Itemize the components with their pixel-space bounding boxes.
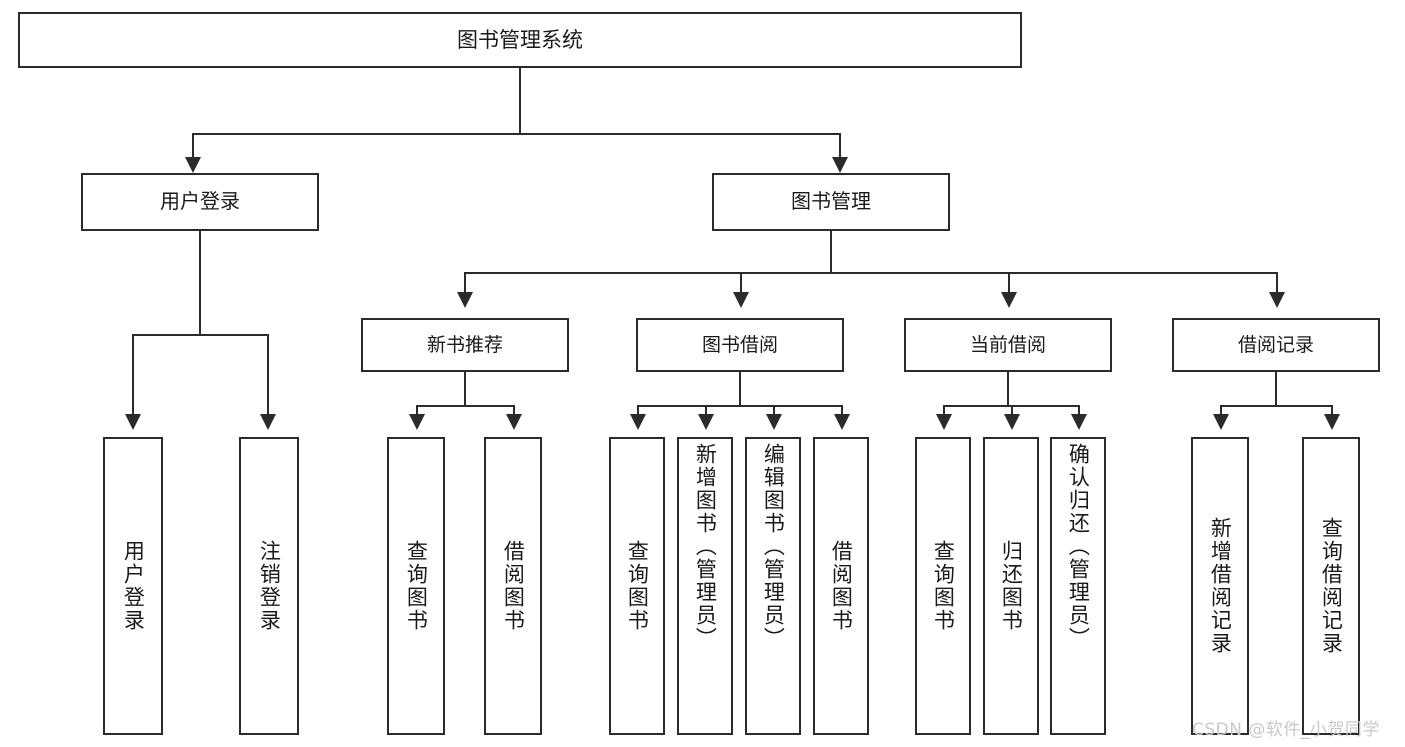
watermark-label: CSDN @软件_小贺同学 xyxy=(1192,720,1380,740)
connector-recommend-drop-1 xyxy=(416,405,418,417)
connector-book-manage-drop-4 xyxy=(1276,272,1278,294)
leaf-recommend-borrow-book[interactable]: 借阅图书 xyxy=(484,437,542,735)
node-label: 注销登录 xyxy=(257,540,282,632)
arrow-root-to-user-login xyxy=(185,157,201,173)
connector-borrow-drop-3 xyxy=(773,405,775,417)
node-label: 用户登录 xyxy=(121,540,146,632)
connector-root-bus xyxy=(192,133,840,135)
node-book-management[interactable]: 图书管理 xyxy=(712,173,950,231)
connector-root-stem xyxy=(519,68,521,134)
connector-borrow-drop-4 xyxy=(841,405,843,417)
arrow-record-to-query-record xyxy=(1324,414,1340,430)
node-label: 确认归还（管理员） xyxy=(1066,443,1091,650)
connector-current-drop-1 xyxy=(943,405,945,417)
node-user-login[interactable]: 用户登录 xyxy=(81,173,319,231)
node-label: 借阅图书 xyxy=(501,540,526,632)
connector-current-drop-2 xyxy=(1011,405,1013,417)
node-label: 借阅记录 xyxy=(1237,333,1314,356)
leaf-recommend-query-book[interactable]: 查询图书 xyxy=(387,437,445,735)
node-root-system[interactable]: 图书管理系统 xyxy=(18,12,1022,68)
node-current-borrow[interactable]: 当前借阅 xyxy=(904,318,1112,372)
connector-user-login-stem xyxy=(199,231,201,335)
connector-root-drop-2 xyxy=(839,133,841,159)
connector-borrow-drop-1 xyxy=(637,405,639,417)
node-new-book-recommend[interactable]: 新书推荐 xyxy=(361,318,569,372)
leaf-current-query-book[interactable]: 查询图书 xyxy=(915,437,971,735)
arrow-to-current-borrow xyxy=(1001,292,1017,308)
arrow-borrow-to-add-book xyxy=(698,414,714,430)
node-label: 当前借阅 xyxy=(969,333,1046,356)
connector-current-stem xyxy=(1007,372,1009,406)
connector-record-drop-1 xyxy=(1220,405,1222,417)
connector-book-manage-drop-2 xyxy=(740,272,742,294)
connector-book-manage-drop-3 xyxy=(1008,272,1010,294)
connector-borrow-stem xyxy=(739,372,741,406)
node-borrow-record[interactable]: 借阅记录 xyxy=(1172,318,1380,372)
arrow-borrow-to-query-book xyxy=(630,414,646,430)
node-label: 查询图书 xyxy=(625,540,650,632)
connector-record-stem xyxy=(1275,372,1277,406)
connector-book-manage-drop-1 xyxy=(464,272,466,294)
node-label: 用户登录 xyxy=(160,189,240,214)
connector-record-bus xyxy=(1220,405,1332,407)
arrow-borrow-to-edit-book xyxy=(766,414,782,430)
leaf-borrow-query-book[interactable]: 查询图书 xyxy=(609,437,665,735)
node-label: 新书推荐 xyxy=(426,333,503,356)
leaf-user-login[interactable]: 用户登录 xyxy=(103,437,163,735)
arrow-recommend-to-query-book xyxy=(409,414,425,430)
arrow-to-new-book-recommend xyxy=(457,292,473,308)
leaf-borrow-edit-book[interactable]: 编辑图书（管理员） xyxy=(745,437,801,735)
leaf-current-return-book[interactable]: 归还图书 xyxy=(983,437,1039,735)
node-label: 新增借阅记录 xyxy=(1208,517,1233,655)
node-label: 图书管理 xyxy=(791,189,871,214)
node-label: 新增图书（管理员） xyxy=(693,443,718,650)
leaf-record-query-record[interactable]: 查询借阅记录 xyxy=(1302,437,1360,735)
leaf-borrow-borrow-book[interactable]: 借阅图书 xyxy=(813,437,869,735)
leaf-current-confirm-return[interactable]: 确认归还（管理员） xyxy=(1050,437,1106,735)
connector-borrow-drop-2 xyxy=(705,405,707,417)
node-label: 图书管理系统 xyxy=(457,27,583,52)
arrow-recommend-to-borrow-book xyxy=(506,414,522,430)
node-label: 编辑图书（管理员） xyxy=(761,443,786,650)
leaf-borrow-add-book[interactable]: 新增图书（管理员） xyxy=(677,437,733,735)
connector-user-login-drop-2 xyxy=(267,334,269,416)
arrow-record-to-add-record xyxy=(1213,414,1229,430)
connector-user-login-drop-1 xyxy=(132,334,134,416)
leaf-record-add-record[interactable]: 新增借阅记录 xyxy=(1191,437,1249,735)
connector-recommend-stem xyxy=(464,372,466,406)
leaf-logout[interactable]: 注销登录 xyxy=(239,437,299,735)
connector-root-drop-1 xyxy=(192,133,194,159)
connector-recommend-bus xyxy=(416,405,514,407)
node-label: 查询借阅记录 xyxy=(1319,517,1344,655)
arrow-user-login-to-login xyxy=(125,414,141,430)
arrow-current-to-confirm-return xyxy=(1071,414,1087,430)
node-label: 查询图书 xyxy=(404,540,429,632)
connector-current-drop-3 xyxy=(1078,405,1080,417)
node-label: 查询图书 xyxy=(931,540,956,632)
arrow-current-to-query-book xyxy=(936,414,952,430)
connector-record-drop-2 xyxy=(1331,405,1333,417)
connector-book-manage-bus xyxy=(464,272,1276,274)
arrow-borrow-to-borrow-book xyxy=(834,414,850,430)
arrow-current-to-return-book xyxy=(1004,414,1020,430)
node-label: 图书借阅 xyxy=(701,333,778,356)
connector-borrow-bus xyxy=(637,405,843,407)
connector-user-login-bus xyxy=(132,334,268,336)
arrow-to-book-borrow xyxy=(733,292,749,308)
node-label: 归还图书 xyxy=(999,540,1024,632)
arrow-user-login-to-logout xyxy=(260,414,276,430)
node-label: 借阅图书 xyxy=(829,540,854,632)
connector-book-manage-stem xyxy=(830,231,832,273)
arrow-root-to-book-manage xyxy=(832,157,848,173)
node-book-borrow[interactable]: 图书借阅 xyxy=(636,318,844,372)
arrow-to-borrow-record xyxy=(1269,292,1285,308)
connector-recommend-drop-2 xyxy=(513,405,515,417)
